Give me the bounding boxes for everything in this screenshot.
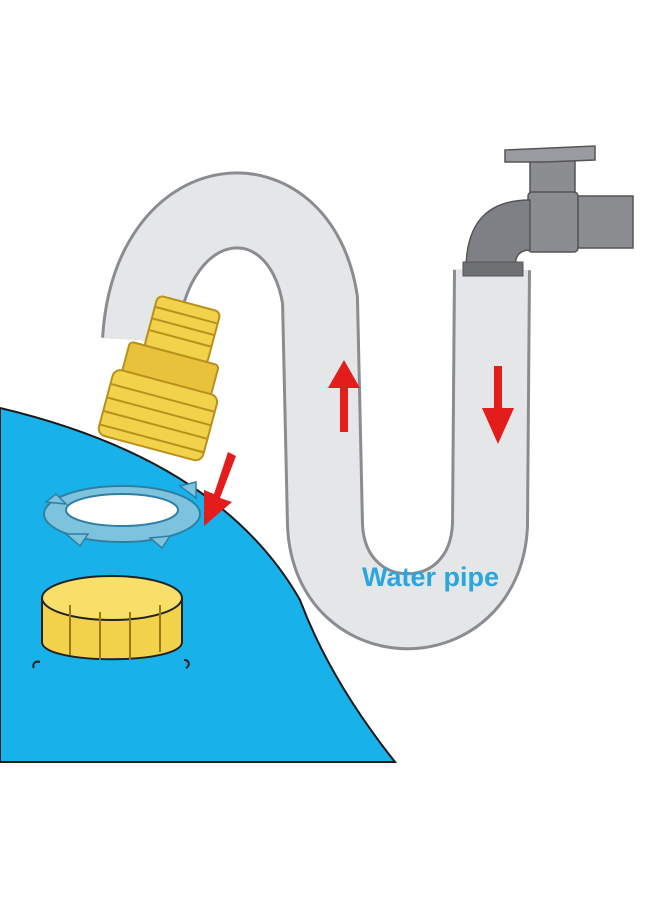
water-pipe (101, 171, 531, 651)
pipe-label: Water pipe (362, 562, 499, 592)
faucet-icon (462, 145, 634, 277)
arrow-down-icon (204, 452, 236, 526)
arrow-down-icon (482, 366, 514, 444)
brass-connector-icon (97, 295, 221, 462)
gasket-ring-icon (43, 481, 201, 550)
arrow-up-icon (328, 360, 360, 432)
tank-cap-icon (32, 575, 190, 669)
